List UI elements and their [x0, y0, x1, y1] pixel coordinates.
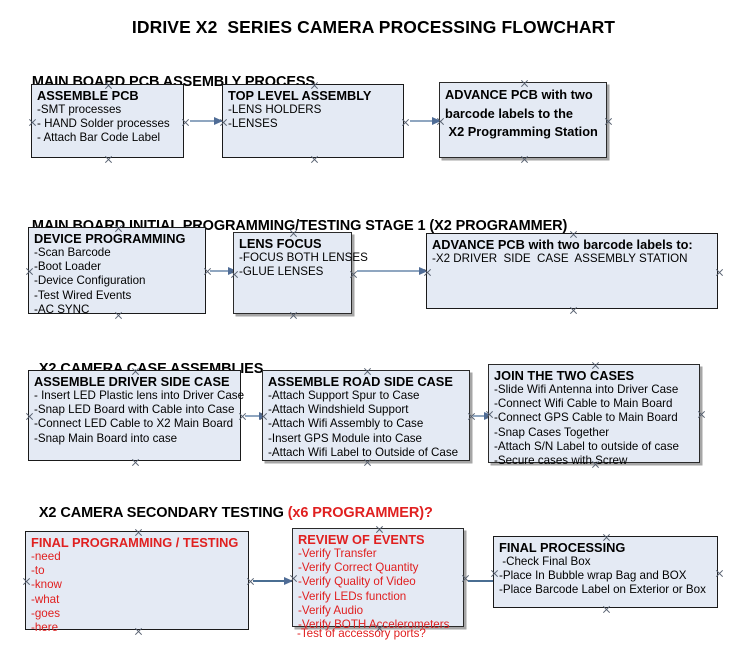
connector-handle-left[interactable] [22, 577, 31, 586]
connector-handle-bottom[interactable] [131, 458, 140, 467]
node-line: -SMT processes [37, 103, 122, 116]
node-title: DEVICE PROGRAMMING [34, 231, 186, 246]
node-overflow-line-review-of-events: -Test of accessory ports? [297, 627, 426, 640]
arrow-device-programming-to-lens-focus [210, 266, 237, 275]
node-line: -Device Configuration [34, 274, 146, 288]
node-final-programming-testing[interactable]: FINAL PROGRAMMING / TESTING -need -to -k… [22, 531, 249, 634]
node-line: -AC SYNC [34, 302, 90, 316]
node-line: -Verify Transfer [298, 547, 377, 560]
node-line: -Attach Wifi Assembly to Case [268, 417, 424, 431]
node-line: -X2 DRIVER SIDE CASE ASSEMBLY STATION [432, 252, 688, 265]
node-advance-pcb-programming-station[interactable]: ADVANCE PCB with two barcode labels to t… [439, 82, 607, 158]
node-lens-focus[interactable]: LENS FOCUS -FOCUS BOTH LENSES -GLUE LENS… [233, 232, 368, 314]
node-line: -Verify LEDs function [298, 589, 407, 603]
arrow-top-level-to-advance-pcb [410, 116, 441, 125]
node-line: -Connect GPS Cable to Main Board [494, 411, 678, 425]
connector-handle-bottom[interactable] [310, 155, 319, 164]
connector-handle-bottom[interactable] [104, 155, 113, 164]
node-line: -Connect LED Cable to X2 Main Board [34, 417, 234, 431]
node-title: ASSEMBLE ROAD SIDE CASE [268, 374, 453, 389]
node-title: JOIN THE TWO CASES [494, 368, 635, 383]
connector-handle-bottom[interactable] [520, 155, 529, 164]
arrow-final-programming-to-review-of-events [253, 576, 293, 585]
section-heading-x2-camera-secondary-testing: X2 CAMERA SECONDARY TESTING (x6 PROGRAMM… [31, 489, 433, 521]
node-assemble-pcb[interactable]: ASSEMBLE PCB -SMT processes - HAND Solde… [31, 84, 184, 158]
node-line: -goes [31, 606, 61, 620]
node-line: -Snap Main Board into case [34, 431, 178, 445]
node-title: ADVANCE PCB with two barcode labels to t… [445, 87, 598, 139]
node-line: -FOCUS BOTH LENSES [239, 251, 368, 264]
connector-handle-left[interactable] [25, 412, 34, 421]
page-title: IDRIVE X2 SERIES CAMERA PROCESSING FLOWC… [131, 17, 616, 37]
node-title: ASSEMBLE PCB [37, 88, 139, 103]
node-final-processing[interactable]: FINAL PROCESSING -Check Final Box -Place… [493, 536, 718, 608]
connector-handle-left[interactable] [28, 118, 37, 127]
node-line: -Place Barcode Label on Exterior or Box [499, 583, 706, 597]
node-title: LENS FOCUS [239, 236, 322, 251]
node-title: ADVANCE PCB with two barcode labels to: [432, 237, 693, 252]
node-assemble-road-side-case[interactable]: ASSEMBLE ROAD SIDE CASE -Attach Support … [262, 370, 470, 461]
node-title: FINAL PROCESSING [499, 540, 626, 555]
node-line: -Attach Wifi Label to Outside of Case [268, 445, 459, 459]
node-title: TOP LEVEL ASSEMBLY [228, 88, 372, 103]
node-line: -Slide Wifi Antenna into Driver Case [494, 383, 679, 396]
connector-handle-right[interactable] [604, 117, 613, 126]
node-line: -to [31, 564, 45, 578]
node-line: -Scan Barcode [34, 246, 111, 259]
node-device-programming[interactable]: DEVICE PROGRAMMING -Scan Barcode -Boot L… [25, 227, 206, 316]
node-line: -Attach S/N Label to outside of case [494, 439, 679, 453]
node-line: -Secure cases with Screw [494, 454, 628, 468]
arrow-assemble-pcb-to-top-level [190, 116, 223, 125]
node-line: -LENS HOLDERS [228, 103, 322, 116]
connector-handle-right[interactable] [697, 410, 706, 419]
node-line: -Verify Audio [298, 603, 364, 617]
connector-handle-right[interactable] [715, 569, 724, 578]
connector-handle-left[interactable] [25, 267, 34, 276]
node-line: -what [31, 592, 60, 606]
node-title: FINAL PROGRAMMING / TESTING [31, 535, 239, 550]
node-line: -Snap LED Board with Cable into Case [34, 403, 235, 417]
connector-handle-right[interactable] [401, 118, 410, 127]
node-line: - Attach Bar Code Label [37, 131, 161, 145]
node-line: -Check Final Box [499, 555, 591, 568]
node-line: -Attach Support Spur to Case [268, 389, 420, 402]
node-line: -Insert GPS Module into Case [268, 431, 423, 445]
node-line: - Insert LED Plastic lens into Driver Ca… [34, 389, 245, 402]
node-line: -need [31, 550, 61, 563]
node-title: REVIEW OF EVENTS [298, 532, 425, 547]
node-line: -Attach Windshield Support [268, 403, 409, 417]
node-join-the-two-cases[interactable]: JOIN THE TWO CASES -Slide Wifi Antenna i… [488, 364, 700, 467]
node-line: -Test Wired Events [34, 288, 132, 302]
node-top-level-assembly[interactable]: TOP LEVEL ASSEMBLY -LENS HOLDERS -LENSES [222, 84, 404, 158]
node-line: -LENSES [228, 117, 278, 131]
connector-handle-right[interactable] [181, 118, 190, 127]
section-heading-red-text: (x6 PROGRAMMER)? [287, 505, 433, 521]
arrow-lens-focus-to-advance-pcb [357, 266, 428, 275]
connector-handle-bottom[interactable] [289, 311, 298, 320]
connector-handle-left[interactable] [490, 569, 499, 578]
node-line: -know [31, 578, 62, 592]
node-line: -GLUE LENSES [239, 265, 324, 279]
node-assemble-driver-side-case[interactable]: ASSEMBLE DRIVER SIDE CASE - Insert LED P… [25, 370, 245, 461]
node-advance-pcb-driver-side-station[interactable]: ADVANCE PCB with two barcode labels to: … [426, 233, 718, 309]
node-line: -Boot Loader [34, 260, 102, 274]
section-heading-text: X2 CAMERA SECONDARY TESTING [38, 505, 288, 521]
node-line: -Place In Bubble wrap Bag and BOX [499, 569, 687, 583]
node-line: -Connect Wifi Cable to Main Board [494, 397, 673, 411]
connector-handle-bottom[interactable] [569, 306, 578, 315]
node-line: -Verify Correct Quantity [298, 561, 419, 575]
node-title: ASSEMBLE DRIVER SIDE CASE [34, 374, 230, 389]
connector-handle-right[interactable] [715, 268, 724, 277]
connector-handle-bottom[interactable] [602, 605, 611, 614]
node-line: -Snap Cases Together [494, 425, 610, 439]
node-line: - HAND Solder processes [37, 117, 170, 131]
node-line: -Verify BOTH Accelerometers [298, 618, 450, 632]
node-line: -here [31, 621, 59, 635]
node-review-of-events[interactable]: REVIEW OF EVENTS -Verify Transfer -Verif… [292, 528, 464, 631]
node-line: -Verify Quality of Video [298, 575, 416, 589]
